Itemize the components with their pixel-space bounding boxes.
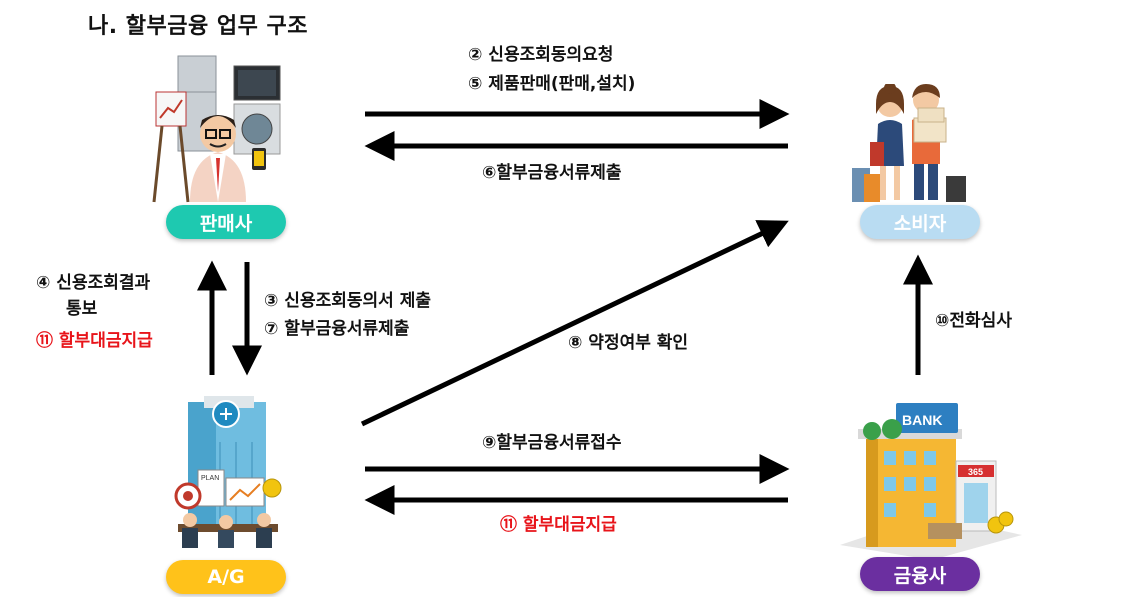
arrow-ag-to-consumer (360, 220, 789, 427)
ag-building-illustration-icon: PLAN (174, 396, 282, 548)
ag-node: A/G (166, 560, 286, 594)
step-5-label: ⑤ 제품판매(판매,설치) (468, 74, 636, 94)
finance-node: 금융사 (860, 557, 980, 591)
step-2-label: ② 신용조회동의요청 (468, 45, 614, 65)
step-11-bottom-label: ⑪ 할부대금지급 (500, 515, 617, 535)
step-8-label: ⑧ 약정여부 확인 (568, 333, 689, 353)
bank-sign: BANK (902, 412, 942, 428)
step-10-label: ⑩전화심사 (935, 311, 1012, 331)
step-4-label: ④ 신용조회결과 (36, 273, 151, 293)
step-9-label: ⑨할부금융서류접수 (482, 433, 622, 453)
step-4-label-cont: 통보 (66, 299, 98, 319)
step-11-left-label: ⑪ 할부대금지급 (36, 331, 153, 351)
step-7-label: ⑦ 할부금융서류제출 (264, 319, 410, 339)
step-3-label: ③ 신용조회동의서 제출 (264, 291, 431, 311)
seller-illustration-icon (152, 55, 281, 203)
seller-node: 판매사 (166, 205, 286, 239)
consumer-illustration-icon (852, 84, 966, 202)
atm-365-sign: 365 (968, 467, 983, 477)
step-6-label: ⑥할부금융서류제출 (482, 163, 622, 183)
bank-illustration-icon: BANK 365 (840, 403, 1022, 560)
consumer-node: 소비자 (860, 205, 980, 239)
plan-label: PLAN (201, 475, 219, 482)
page-title: 나. 할부금융 업무 구조 (88, 14, 308, 39)
